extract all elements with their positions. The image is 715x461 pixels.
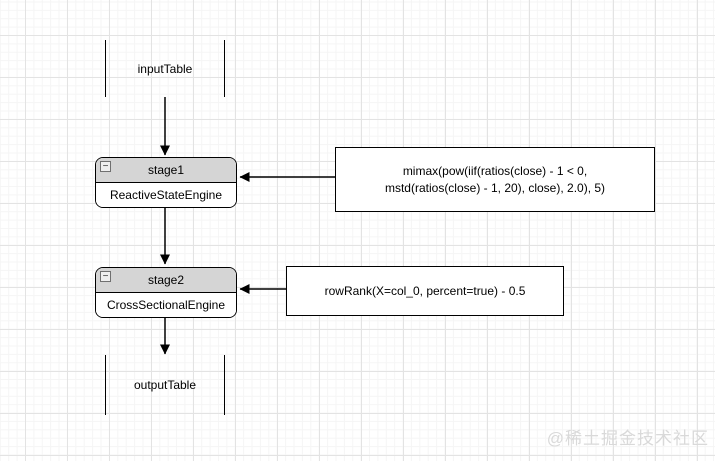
stage2-engine-label: CrossSectionalEngine bbox=[106, 298, 226, 312]
collapse-icon[interactable]: − bbox=[100, 271, 111, 282]
watermark: @稀土掘金技术社区 bbox=[546, 429, 709, 448]
formula-box-stage1[interactable]: mimax(pow(iif(ratios(close) - 1 < 0, mst… bbox=[335, 147, 655, 212]
stage1-formula-line2: mstd(ratios(close) - 1, 20), close), 2.0… bbox=[384, 180, 606, 195]
stage2-title: stage2 bbox=[147, 273, 185, 287]
stage2-engine-type: CrossSectionalEngine bbox=[96, 293, 236, 317]
formula-box-stage2[interactable]: rowRank(X=col_0, percent=true) - 0.5 bbox=[286, 266, 564, 316]
stage1-title: stage1 bbox=[147, 163, 185, 177]
stage2-formula-text: rowRank(X=col_0, percent=true) - 0.5 bbox=[324, 283, 526, 298]
collapse-icon[interactable]: − bbox=[100, 161, 111, 172]
output-table-label: outputTable bbox=[133, 378, 197, 392]
stage1-formula-line1: mimax(pow(iif(ratios(close) - 1 < 0, bbox=[402, 163, 588, 178]
node-stage1[interactable]: − stage1 ReactiveStateEngine bbox=[95, 157, 237, 208]
stage1-engine-type: ReactiveStateEngine bbox=[96, 183, 236, 207]
node-output-table[interactable]: outputTable bbox=[105, 355, 225, 415]
stage1-header: − stage1 bbox=[96, 158, 236, 183]
stage1-engine-label: ReactiveStateEngine bbox=[109, 188, 223, 202]
input-table-label: inputTable bbox=[137, 61, 193, 76]
stage2-header: − stage2 bbox=[96, 268, 236, 293]
node-input-table[interactable]: inputTable bbox=[105, 40, 225, 97]
node-stage2[interactable]: − stage2 CrossSectionalEngine bbox=[95, 267, 237, 318]
